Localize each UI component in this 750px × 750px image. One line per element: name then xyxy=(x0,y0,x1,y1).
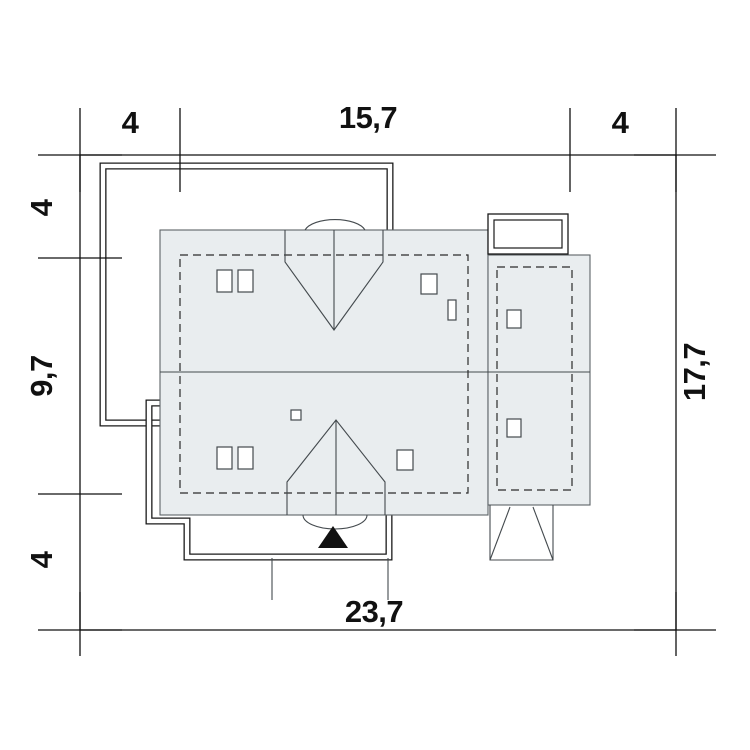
entrance-marker-icon xyxy=(318,526,348,548)
roof-structure-top-right xyxy=(487,213,569,255)
house-wall-dashed-outline xyxy=(179,254,469,494)
dim-label-top-left: 4 xyxy=(122,105,140,140)
dim-label-left-top: 4 xyxy=(24,198,59,216)
dim-label-top-right: 4 xyxy=(612,105,630,140)
garage-wall-dashed-outline xyxy=(496,266,573,491)
dim-label-bottom: 23,7 xyxy=(345,594,403,629)
garage-roof xyxy=(487,254,591,506)
dimension-lines xyxy=(38,108,716,656)
dim-label-right: 17,7 xyxy=(677,343,712,401)
dim-label-left-middle: 9,7 xyxy=(24,355,59,397)
dim-label-left-bottom: 4 xyxy=(24,550,59,568)
dim-label-top-center: 15,7 xyxy=(339,100,397,135)
terrace-extension-lines xyxy=(271,558,389,600)
dormer-front xyxy=(284,218,384,331)
house-ground-outline xyxy=(99,162,394,561)
steps-bottom-right xyxy=(489,505,554,561)
dimension-labels: 4 15,7 4 4 9,7 4 17,7 23,7 xyxy=(24,100,712,629)
roof-windows xyxy=(216,269,522,471)
